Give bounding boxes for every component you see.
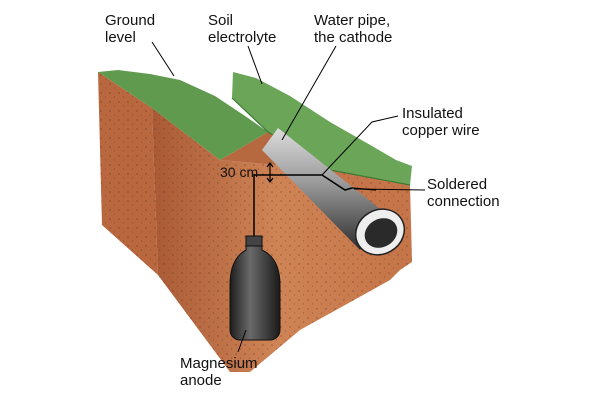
depth-arrow [266,162,274,183]
water-pipe-body [262,128,384,250]
label-magnesium-anode: Magnesium anode [180,355,258,389]
label-depth: 30 cm [220,164,259,180]
grass-left [98,70,268,160]
label-soil-electrolyte: Soil electrolyte [208,12,277,46]
leader-lines [151,41,426,353]
magnesium-anode [229,243,281,341]
label-ground-level: Ground level [105,12,156,46]
label-insulated-wire: Insulated copper wire [402,105,480,139]
grass-right [232,72,412,185]
label-water-pipe: Water pipe, the cathode [314,12,393,46]
label-soldered-connection: Soldered connection [427,176,500,210]
